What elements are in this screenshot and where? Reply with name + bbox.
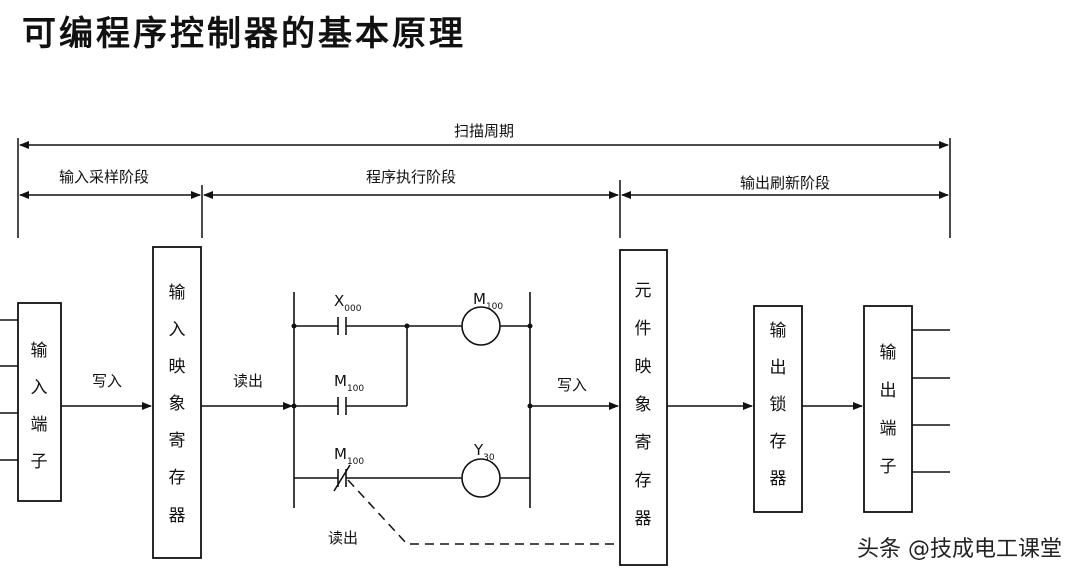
phase-spans bbox=[19, 180, 949, 238]
input-image-register-char-2: 入 bbox=[169, 320, 186, 340]
output-terminal-char-1: 输 bbox=[880, 343, 897, 363]
input-image-register-char-3: 映 bbox=[169, 357, 186, 377]
read-back-dashed-line bbox=[347, 479, 620, 545]
page-title: 可编程序控制器的基本原理 bbox=[22, 14, 466, 54]
output-latch-char-1: 输 bbox=[770, 321, 787, 341]
input-image-register-char-6: 存 bbox=[169, 468, 186, 488]
phase-input-sampling-label: 输入采样阶段 bbox=[59, 168, 149, 186]
write-label-1: 写入 bbox=[92, 372, 122, 390]
element-image-register-char-2: 件 bbox=[635, 319, 652, 339]
coil-m100-label: M100 bbox=[473, 290, 503, 312]
input-image-register-char-7: 器 bbox=[169, 506, 186, 526]
element-image-register-char-4: 象 bbox=[635, 395, 652, 415]
output-terminal-char-2: 出 bbox=[880, 381, 897, 401]
output-latch-char-4: 存 bbox=[770, 432, 787, 452]
scan-cycle-label: 扫描周期 bbox=[454, 122, 514, 140]
element-image-register-char-1: 元 bbox=[635, 281, 652, 301]
output-terminal-box: 输 出 端 子 bbox=[863, 305, 950, 513]
phase-program-execution-label: 程序执行阶段 bbox=[366, 168, 456, 186]
phase-output-refresh-label: 输出刷新阶段 bbox=[740, 174, 830, 192]
input-image-register-char-5: 寄 bbox=[169, 431, 186, 451]
input-terminal-box: 输 入 端 子 bbox=[0, 302, 62, 502]
input-image-register-box: 输 入 映 象 寄 存 器 bbox=[152, 246, 202, 559]
contact-m100-label: M100 bbox=[334, 372, 364, 394]
element-image-register-char-6: 存 bbox=[635, 471, 652, 491]
contact-m100-nc-slash bbox=[333, 464, 351, 492]
output-latch-char-2: 出 bbox=[770, 358, 787, 378]
element-image-register-char-7: 器 bbox=[635, 509, 652, 529]
junction-dot-2 bbox=[404, 323, 410, 329]
input-image-register-char-4: 象 bbox=[169, 394, 186, 414]
junction-dot-4 bbox=[291, 403, 297, 409]
output-latch-box: 输 出 锁 存 器 bbox=[753, 305, 803, 513]
ladder-diagram bbox=[293, 292, 531, 508]
scan-cycle-span bbox=[17, 138, 951, 238]
contact-m100-nc-label: M100 bbox=[334, 445, 364, 467]
element-image-register-char-5: 寄 bbox=[635, 433, 652, 453]
element-image-register-char-3: 映 bbox=[635, 357, 652, 377]
input-terminal-char-1: 输 bbox=[31, 341, 48, 361]
input-image-register-char-1: 输 bbox=[169, 283, 186, 303]
watermark: 头条 @技成电工课堂 bbox=[857, 537, 1062, 562]
junction-dot-1 bbox=[291, 323, 297, 329]
coil-m100 bbox=[461, 306, 501, 346]
coil-y30-label: Y30 bbox=[473, 441, 495, 463]
input-terminal-char-2: 入 bbox=[31, 378, 48, 398]
coil-y30 bbox=[461, 458, 501, 498]
input-terminal-char-4: 子 bbox=[31, 452, 48, 472]
output-latch-char-5: 器 bbox=[770, 469, 787, 489]
output-latch-char-3: 锁 bbox=[770, 395, 787, 415]
write-label-2: 写入 bbox=[557, 376, 587, 394]
junction-dot-3 bbox=[527, 323, 533, 329]
contact-x000-label: X000 bbox=[334, 292, 362, 314]
element-image-register-box: 元 件 映 象 寄 存 器 bbox=[619, 249, 668, 566]
output-terminal-char-3: 端 bbox=[880, 419, 897, 439]
read-label-1: 读出 bbox=[233, 372, 263, 390]
read-label-2: 读出 bbox=[328, 529, 358, 547]
output-terminal-char-4: 子 bbox=[880, 457, 897, 477]
input-terminal-char-3: 端 bbox=[31, 415, 48, 435]
